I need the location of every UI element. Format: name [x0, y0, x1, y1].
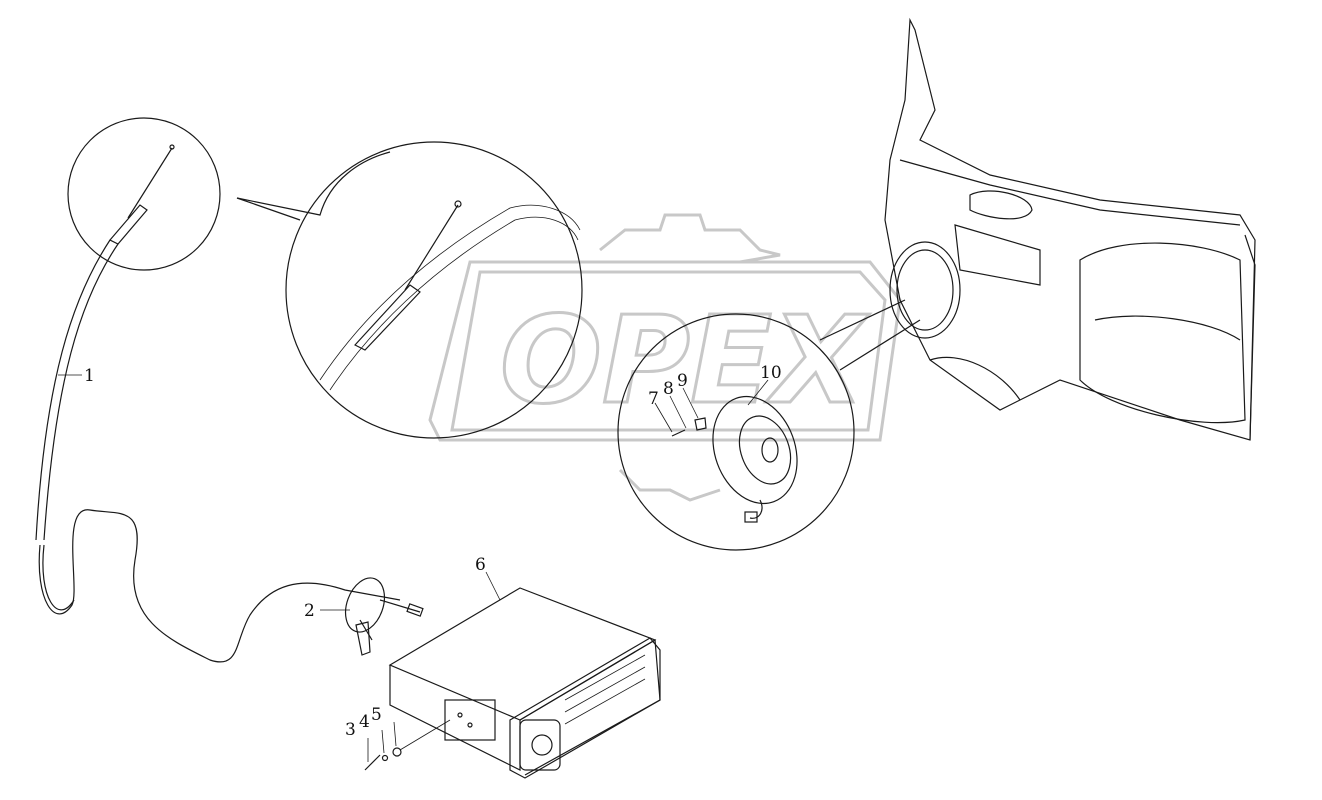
callout-7: 7	[648, 389, 659, 409]
radio-unit-icon	[388, 587, 661, 779]
callout-9: 9	[677, 371, 688, 391]
watermark-logo: OPEX	[428, 213, 902, 502]
callout-2: 2	[304, 601, 315, 621]
callout-3: 3	[345, 720, 356, 740]
antenna-icon	[35, 117, 401, 663]
callout-10: 10	[760, 363, 782, 383]
callout-6: 6	[475, 555, 486, 575]
speaker-icon	[617, 299, 921, 551]
door-panel-icon	[884, 17, 1256, 441]
callout-4: 4	[359, 712, 370, 732]
callout-leaders	[58, 374, 769, 762]
callout-labels: 1 2 3 4 5 6 7 8 9 10	[84, 363, 782, 740]
callout-5: 5	[371, 705, 382, 725]
antenna-detail-magnifier	[236, 141, 583, 439]
antenna-clip-icon	[344, 577, 424, 656]
watermark-text: OPEX	[500, 292, 870, 431]
fastener-set-icon	[364, 719, 451, 771]
callout-1: 1	[84, 366, 95, 386]
callout-8: 8	[663, 379, 674, 399]
